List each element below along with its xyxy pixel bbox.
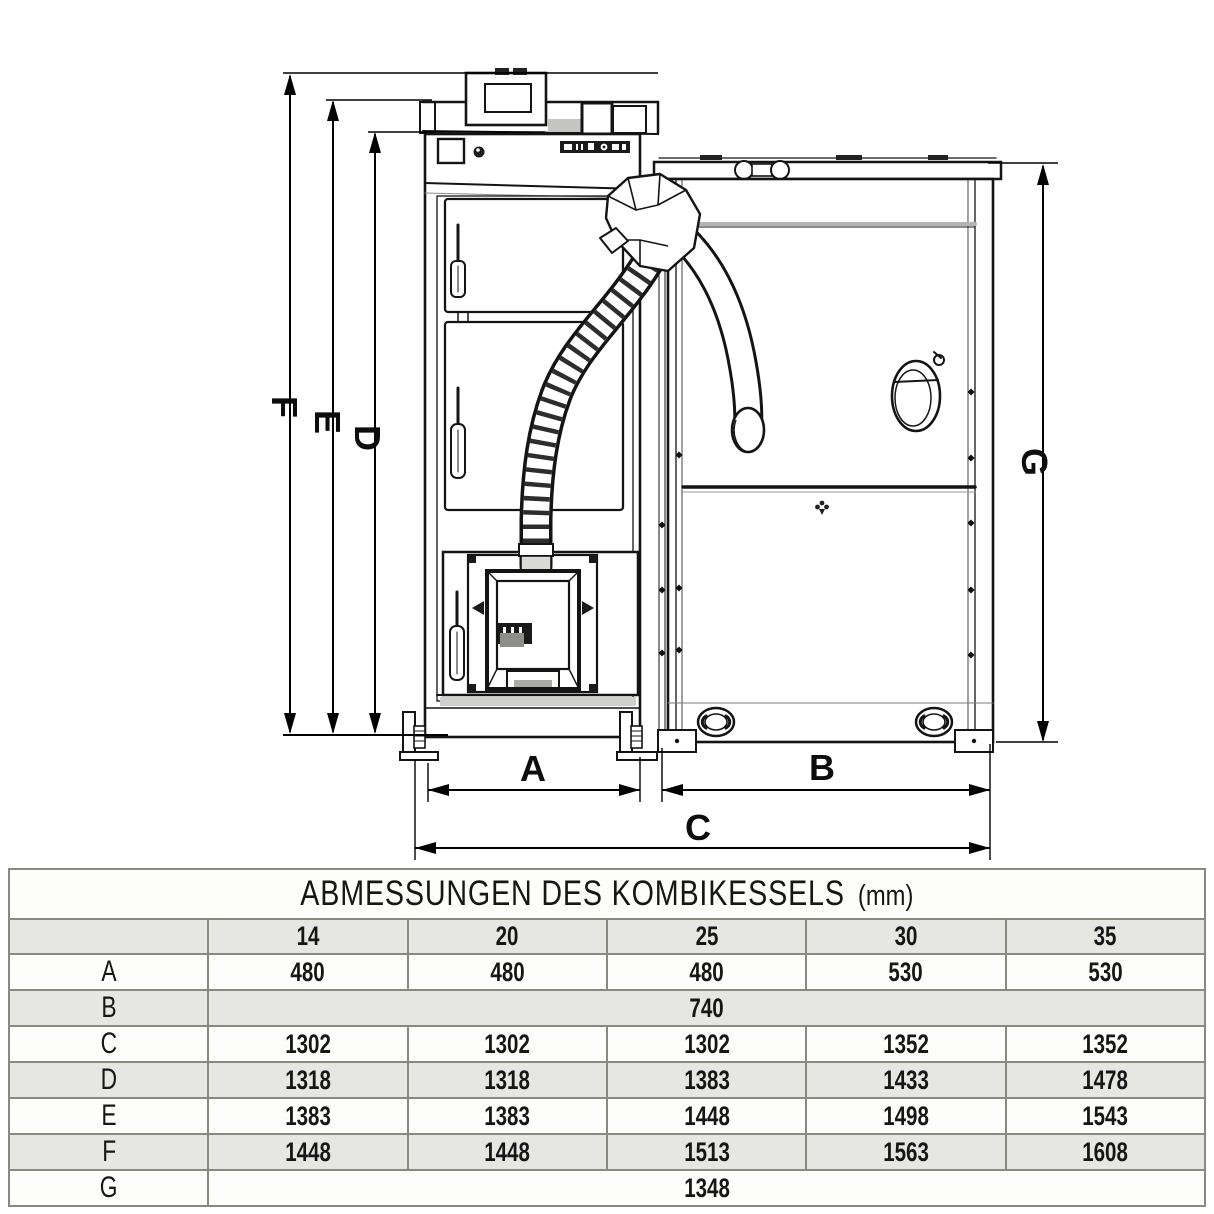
control-panel bbox=[464, 68, 548, 127]
dim-value: 480 bbox=[406, 953, 608, 991]
flue-collar bbox=[580, 101, 614, 136]
dim-value: 1302 bbox=[406, 1025, 608, 1063]
dim-value: 1318 bbox=[406, 1061, 608, 1099]
dim-value: 530 bbox=[805, 953, 1007, 991]
label-d: D bbox=[347, 425, 388, 451]
dim-value: 1448 bbox=[406, 1133, 608, 1171]
row-label: E bbox=[7, 1097, 210, 1135]
dim-value: 1513 bbox=[605, 1133, 808, 1171]
label-b: B bbox=[809, 747, 835, 788]
dim-value: 480 bbox=[605, 953, 808, 991]
dim-value: 1498 bbox=[805, 1097, 1007, 1135]
dimension-line-b bbox=[662, 784, 990, 796]
dim-value: 1302 bbox=[605, 1025, 808, 1063]
door-handle-upper bbox=[450, 223, 466, 298]
label-f: F bbox=[264, 396, 305, 418]
row-label: F bbox=[7, 1133, 210, 1171]
dimension-line-a bbox=[428, 784, 640, 796]
label-g: G bbox=[1014, 448, 1055, 476]
row-label: B bbox=[7, 989, 210, 1027]
dim-value: 530 bbox=[1004, 953, 1207, 991]
label-c: C bbox=[685, 807, 711, 848]
dimensions-table: ABMESSUNGEN DES KOMBIKESSELS(mm) 14 20 2… bbox=[7, 868, 1207, 1207]
boiler-technical-drawing: F E D G A B C bbox=[264, 68, 1058, 860]
dim-value: 1383 bbox=[207, 1097, 409, 1135]
dim-value: 480 bbox=[207, 953, 409, 991]
frame-bolts bbox=[658, 388, 975, 659]
col-header-35: 35 bbox=[1004, 918, 1207, 955]
table-row-b: B 740 bbox=[7, 989, 1206, 1027]
auger-drive-unit bbox=[599, 172, 702, 273]
table-row-c: C 1302 1302 1302 1352 1352 bbox=[7, 1025, 1207, 1063]
hopper-emblem bbox=[815, 500, 829, 515]
pellet-burner bbox=[472, 569, 594, 691]
table-row-a: A 480 480 480 530 530 bbox=[7, 953, 1207, 991]
corner-cell bbox=[7, 918, 210, 955]
dimension-lines bbox=[283, 72, 1058, 860]
top-hatch bbox=[436, 137, 466, 165]
dim-value-span: 740 bbox=[207, 989, 1206, 1027]
row-label: A bbox=[7, 953, 210, 991]
table-header-row: 14 20 25 30 35 bbox=[7, 918, 1207, 955]
dimension-line-d bbox=[369, 132, 381, 734]
dim-value: 1448 bbox=[207, 1133, 409, 1171]
dim-value: 1352 bbox=[805, 1025, 1007, 1063]
auger-tube bbox=[657, 213, 766, 454]
hopper-roller-left bbox=[696, 706, 736, 738]
hopper-lid bbox=[652, 155, 1003, 181]
dimension-line-c bbox=[415, 842, 990, 854]
brand-logo bbox=[560, 141, 630, 153]
dim-value: 1383 bbox=[406, 1097, 608, 1135]
boiler-foot-left bbox=[399, 711, 439, 761]
row-label: C bbox=[7, 1025, 210, 1063]
dimension-labels: F E D G A B C bbox=[264, 396, 1055, 848]
row-label: G bbox=[7, 1169, 210, 1207]
col-header-25: 25 bbox=[605, 918, 808, 955]
dim-value: 1383 bbox=[605, 1061, 808, 1099]
dim-value-span: 1348 bbox=[207, 1169, 1206, 1207]
table-row-f: F 1448 1448 1513 1563 1608 bbox=[7, 1133, 1207, 1171]
dimension-line-e bbox=[327, 100, 339, 734]
hopper-roller-right bbox=[914, 706, 954, 738]
front-knob bbox=[473, 146, 485, 158]
table-row-d: D 1318 1318 1383 1433 1478 bbox=[7, 1061, 1207, 1099]
pellet-feed-hose bbox=[519, 245, 665, 583]
dim-value: 1352 bbox=[1004, 1025, 1207, 1063]
table-title: ABMESSUNGEN DES KOMBIKESSELS(mm) bbox=[8, 868, 1206, 920]
dim-value: 1543 bbox=[1004, 1097, 1207, 1135]
label-a: A bbox=[520, 748, 546, 789]
table-row-e: E 1383 1383 1448 1498 1543 bbox=[7, 1097, 1207, 1135]
dim-value: 1318 bbox=[207, 1061, 409, 1099]
col-header-30: 30 bbox=[805, 918, 1007, 955]
dim-value: 1478 bbox=[1004, 1061, 1207, 1099]
door-handle-middle bbox=[450, 386, 466, 479]
dim-value: 1563 bbox=[805, 1133, 1007, 1171]
hopper-porthole bbox=[890, 351, 945, 433]
boiler-foot-right bbox=[616, 711, 658, 761]
dim-value: 1608 bbox=[1004, 1133, 1207, 1171]
table-row-g: G 1348 bbox=[7, 1169, 1206, 1207]
table-title-row: ABMESSUNGEN DES KOMBIKESSELS(mm) bbox=[8, 868, 1206, 920]
burner-collar bbox=[518, 543, 554, 573]
dim-value: 1433 bbox=[805, 1061, 1007, 1099]
dim-value: 1448 bbox=[605, 1097, 808, 1135]
dimension-line-g bbox=[1037, 164, 1049, 742]
dimension-line-f bbox=[284, 74, 296, 734]
dimensions-table-wrap: ABMESSUNGEN DES KOMBIKESSELS(mm) 14 20 2… bbox=[7, 868, 1207, 1207]
dim-value: 1302 bbox=[207, 1025, 409, 1063]
col-header-20: 20 bbox=[406, 918, 608, 955]
row-label: D bbox=[7, 1061, 210, 1099]
col-header-14: 14 bbox=[207, 918, 409, 955]
door-handle-lower bbox=[449, 590, 465, 681]
label-e: E bbox=[307, 410, 348, 434]
upper-door bbox=[443, 197, 625, 314]
